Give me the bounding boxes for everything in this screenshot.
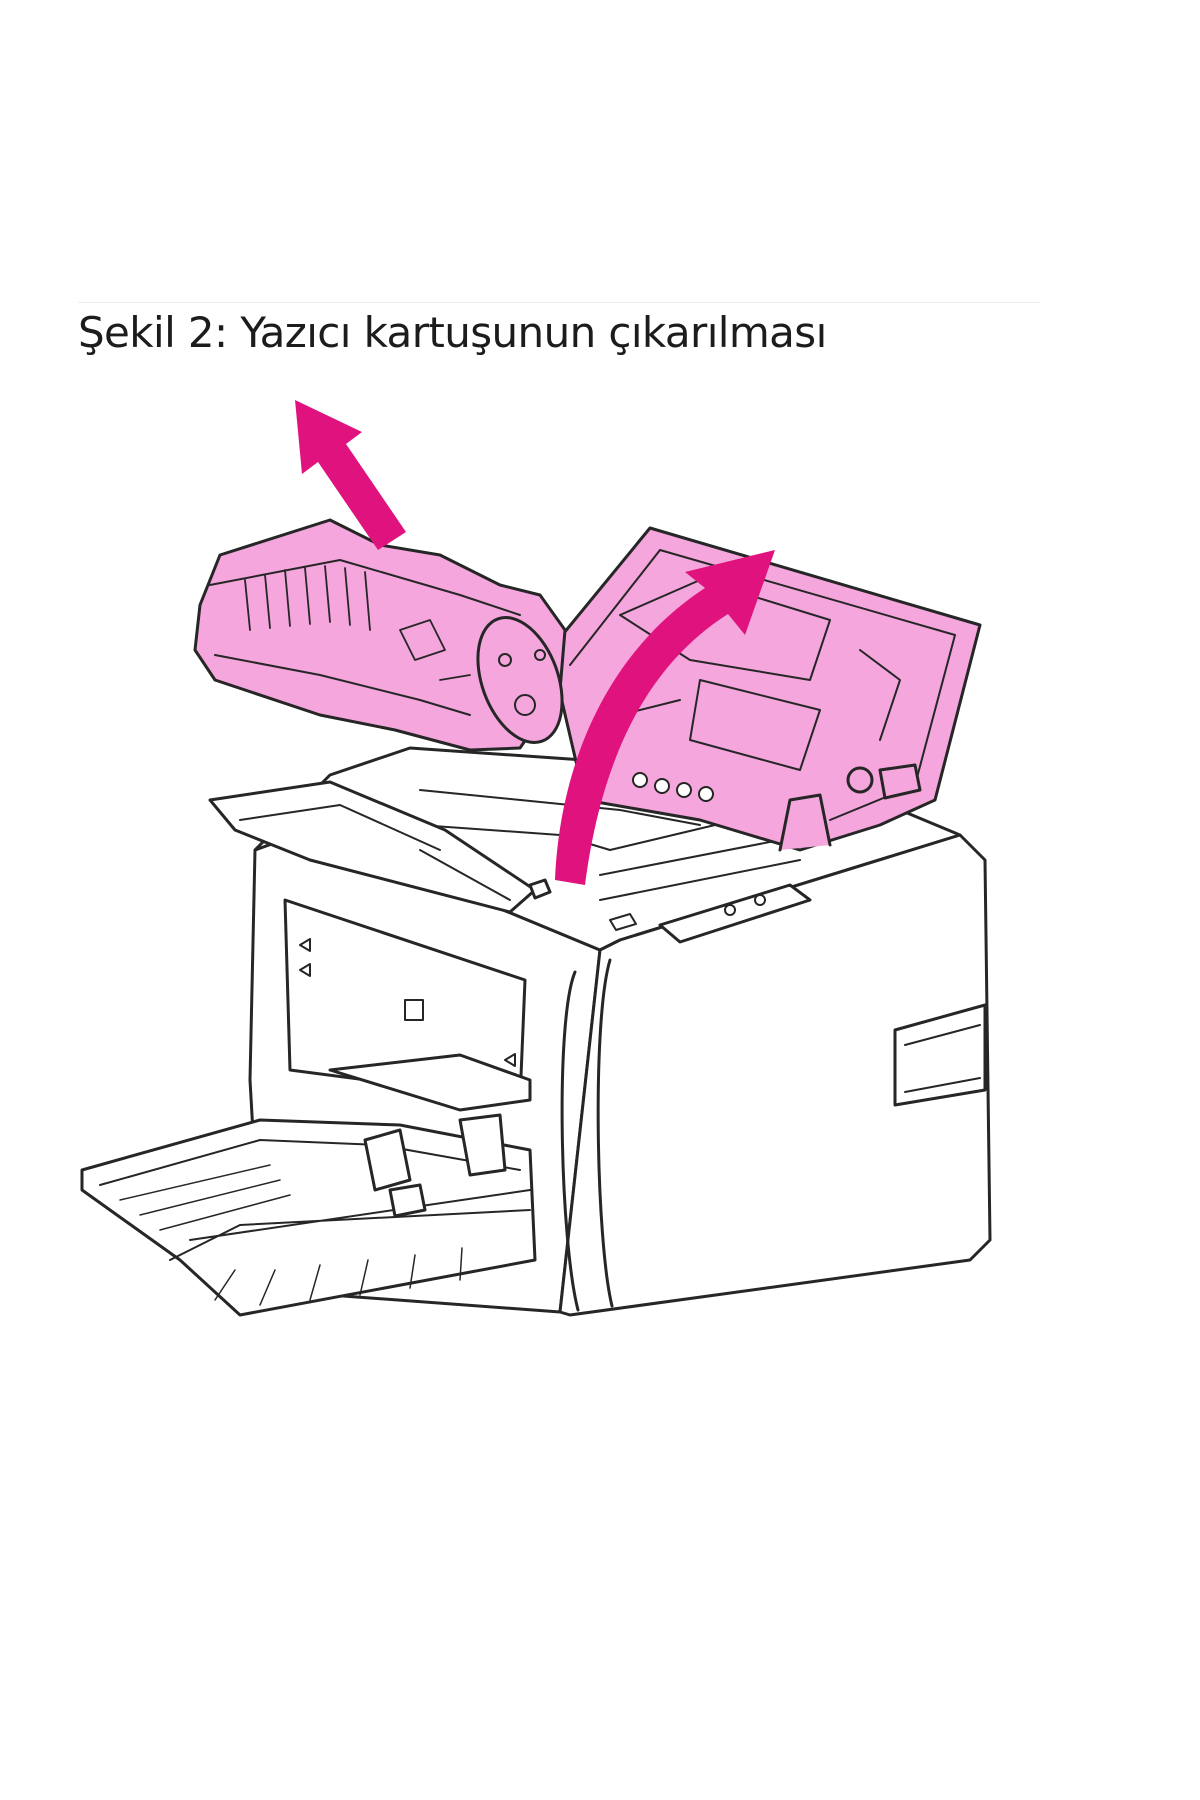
output-tray [208, 780, 552, 914]
printer-lid [548, 526, 982, 852]
lift-arrow-icon [555, 550, 775, 885]
figure-illustration [0, 380, 1200, 1360]
input-tray [80, 1053, 537, 1317]
toner-cartridge [193, 518, 567, 752]
arrow-up-icon [295, 400, 406, 550]
figure-caption: Şekil 2: Yazıcı kartuşunun çıkarılması [78, 308, 827, 357]
top-divider [78, 302, 1040, 303]
